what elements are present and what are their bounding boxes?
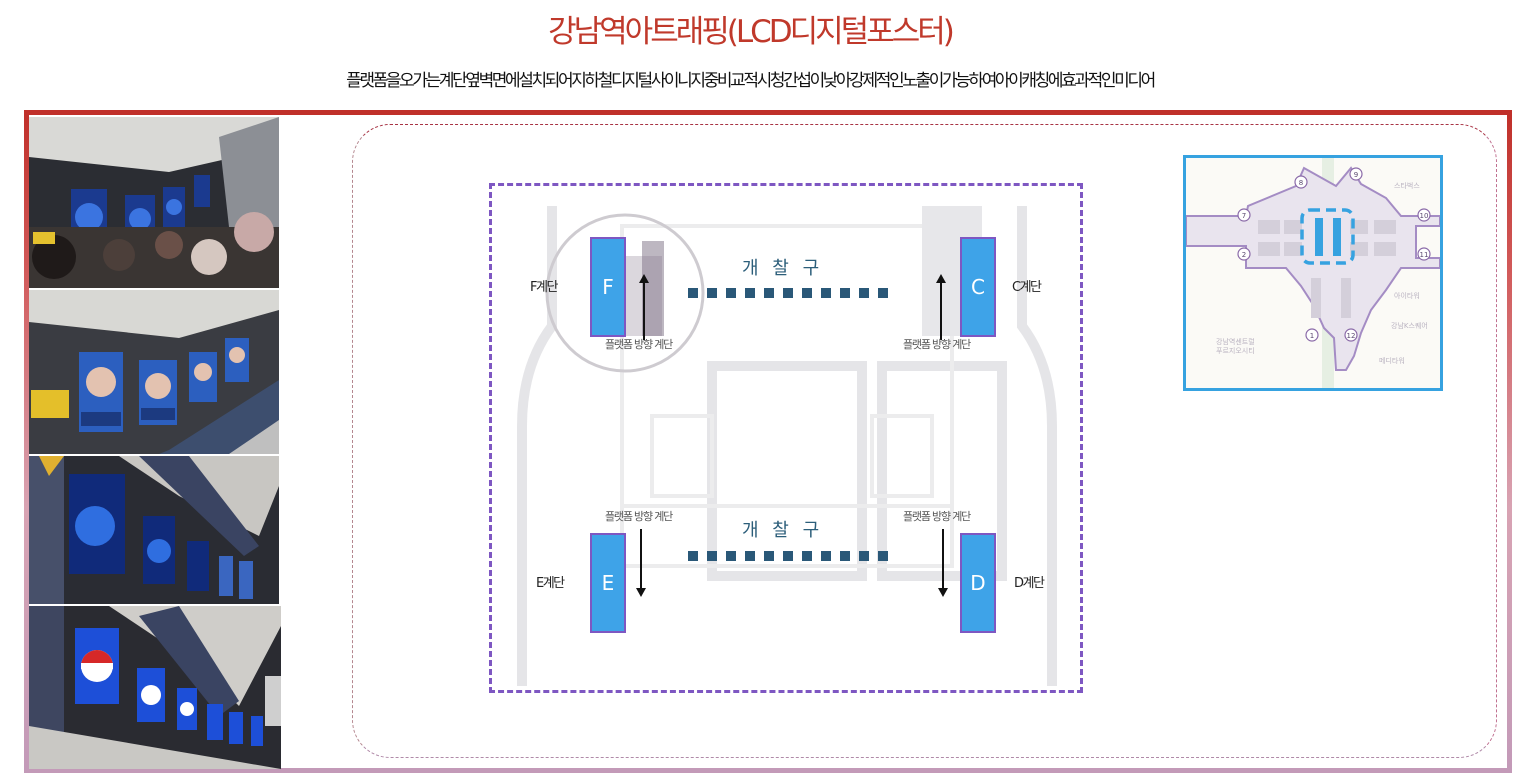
photo-stair-crowd-blue-posters xyxy=(29,117,279,288)
gate-markers-top xyxy=(688,288,888,298)
arrow-down-icon xyxy=(636,529,646,597)
gate-marker xyxy=(783,551,793,561)
gate-marker xyxy=(688,551,698,561)
stair-c-direction-label: 플랫폼 방향 계단 xyxy=(903,338,971,351)
exit-1: 1 xyxy=(1310,332,1314,340)
page-subtitle: 플랫폼을오가는계단옆벽면에설치되어지하철디지털사이니지중비교적시청간섭이낮아강제… xyxy=(346,71,1156,91)
gate-marker xyxy=(688,288,698,298)
exit-9: 9 xyxy=(1354,171,1358,179)
exit-8: 8 xyxy=(1299,179,1303,187)
stair-e-marker[interactable]: E xyxy=(590,533,626,633)
frame-top-line xyxy=(38,110,1512,114)
gate-marker xyxy=(745,551,755,561)
gate-marker xyxy=(821,551,831,561)
photo-strip xyxy=(29,117,281,769)
magnifier-circle xyxy=(545,213,705,373)
svg-text:푸르지오시티: 푸르지오시티 xyxy=(1216,346,1255,355)
stair-f-letter: F xyxy=(602,275,614,299)
gate-marker xyxy=(764,288,774,298)
station-map-graphic: 7 2 8 9 10 11 1 12 스타벅스 아이타워 강남K스퀘어 메디타워… xyxy=(1186,158,1440,388)
stair-e-direction-label: 플랫폼 방향 계단 xyxy=(605,510,673,523)
gate-marker xyxy=(840,551,850,561)
stair-f-label: F계단 xyxy=(530,280,558,295)
stair-d-label: D계단 xyxy=(1014,576,1045,591)
gate-marker xyxy=(745,288,755,298)
gate-marker xyxy=(726,551,736,561)
exit-7: 7 xyxy=(1242,212,1246,220)
content-panel xyxy=(352,124,1497,758)
highlight-area xyxy=(1300,208,1355,265)
svg-text:강남역센트럴: 강남역센트럴 xyxy=(1216,337,1255,346)
gate-marker xyxy=(707,551,717,561)
stair-d-letter: D xyxy=(970,571,986,595)
photo-pepsi-portrait-posters xyxy=(29,290,279,454)
svg-text:스타벅스: 스타벅스 xyxy=(1394,181,1420,190)
gate-marker xyxy=(859,288,869,298)
gate-marker xyxy=(821,288,831,298)
gate-marker xyxy=(840,288,850,298)
exit-12: 12 xyxy=(1347,332,1356,340)
stair-e-letter: E xyxy=(601,571,615,595)
gate-marker xyxy=(726,288,736,298)
stair-c-label: C계단 xyxy=(1012,280,1042,295)
stair-e-label: E계단 xyxy=(536,576,565,591)
arrow-up-icon xyxy=(639,274,649,340)
svg-text:아이타워: 아이타워 xyxy=(1394,291,1420,300)
stair-c-letter: C xyxy=(971,275,985,299)
photo-pepsi-logo-posters xyxy=(29,606,281,769)
svg-text:강남K스퀘어: 강남K스퀘어 xyxy=(1391,321,1428,330)
gate-marker xyxy=(878,288,888,298)
gate-label-top: 개 찰 구 xyxy=(742,258,824,279)
page-title: 강남역아트래핑(LCD디지털포스터) xyxy=(548,14,955,50)
stair-f-direction-label: 플랫폼 방향 계단 xyxy=(605,338,673,351)
gate-marker xyxy=(707,288,717,298)
stair-location-diagram: 개 찰 구 개 찰 구 F계단 F 플랫폼 방향 계단 C C계단 플랫폼 방향… xyxy=(489,183,1083,693)
gate-marker xyxy=(878,551,888,561)
gate-markers-bottom xyxy=(688,551,888,561)
stair-c-marker[interactable]: C xyxy=(960,237,996,337)
gate-marker xyxy=(783,288,793,298)
stair-d-marker[interactable]: D xyxy=(960,533,996,633)
exit-10: 10 xyxy=(1420,212,1429,220)
gate-label-bottom: 개 찰 구 xyxy=(742,520,824,541)
stair-f-marker[interactable]: F xyxy=(590,237,626,337)
svg-text:메디타워: 메디타워 xyxy=(1379,356,1405,365)
gate-marker xyxy=(764,551,774,561)
arrow-down-icon xyxy=(938,529,948,597)
photo-blue-floral-posters xyxy=(29,456,279,604)
gate-marker xyxy=(802,288,812,298)
arrow-up-icon xyxy=(936,274,946,340)
gate-marker xyxy=(859,551,869,561)
exit-11: 11 xyxy=(1420,251,1429,259)
stair-d-direction-label: 플랫폼 방향 계단 xyxy=(903,510,971,523)
exit-2: 2 xyxy=(1242,251,1246,259)
station-minimap: 7 2 8 9 10 11 1 12 스타벅스 아이타워 강남K스퀘어 메디타워… xyxy=(1183,155,1443,391)
gate-marker xyxy=(802,551,812,561)
